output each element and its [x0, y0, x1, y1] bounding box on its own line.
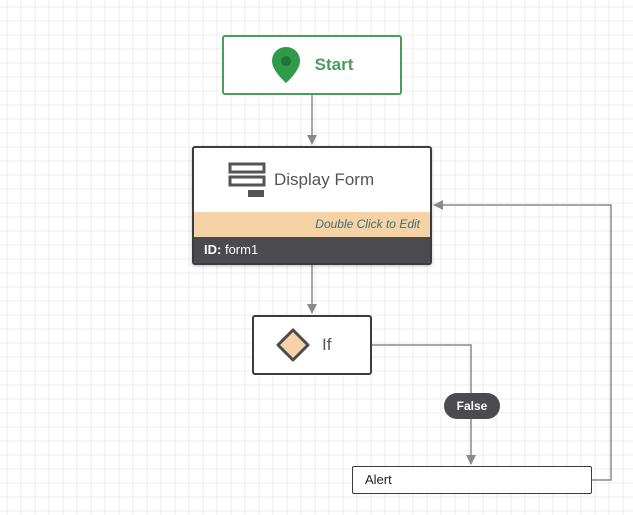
false-edge-label[interactable]: False [444, 393, 500, 419]
diamond-icon [276, 328, 310, 362]
edit-hint[interactable]: Double Click to Edit [194, 212, 430, 237]
start-label: Start [314, 55, 354, 74]
if-node[interactable]: If [252, 315, 372, 375]
form-id-value: form1 [224, 242, 259, 257]
form-id-label: ID: [204, 242, 222, 257]
alert-node[interactable]: Alert [352, 466, 592, 494]
alert-label: Alert [365, 472, 392, 487]
display-form-label: Display Form [274, 170, 375, 189]
edge-alert-to-form[interactable] [433, 200, 612, 481]
form-id-bar: ID: form1 [194, 237, 430, 263]
edge-if-false-to-alert[interactable] [372, 344, 476, 465]
display-form-node[interactable]: Display Form Double Click to Edit ID: fo… [192, 146, 432, 265]
map-pin-icon [271, 47, 300, 83]
start-node[interactable]: Start [222, 35, 402, 95]
if-label: If [322, 335, 332, 354]
form-icon [228, 162, 266, 197]
